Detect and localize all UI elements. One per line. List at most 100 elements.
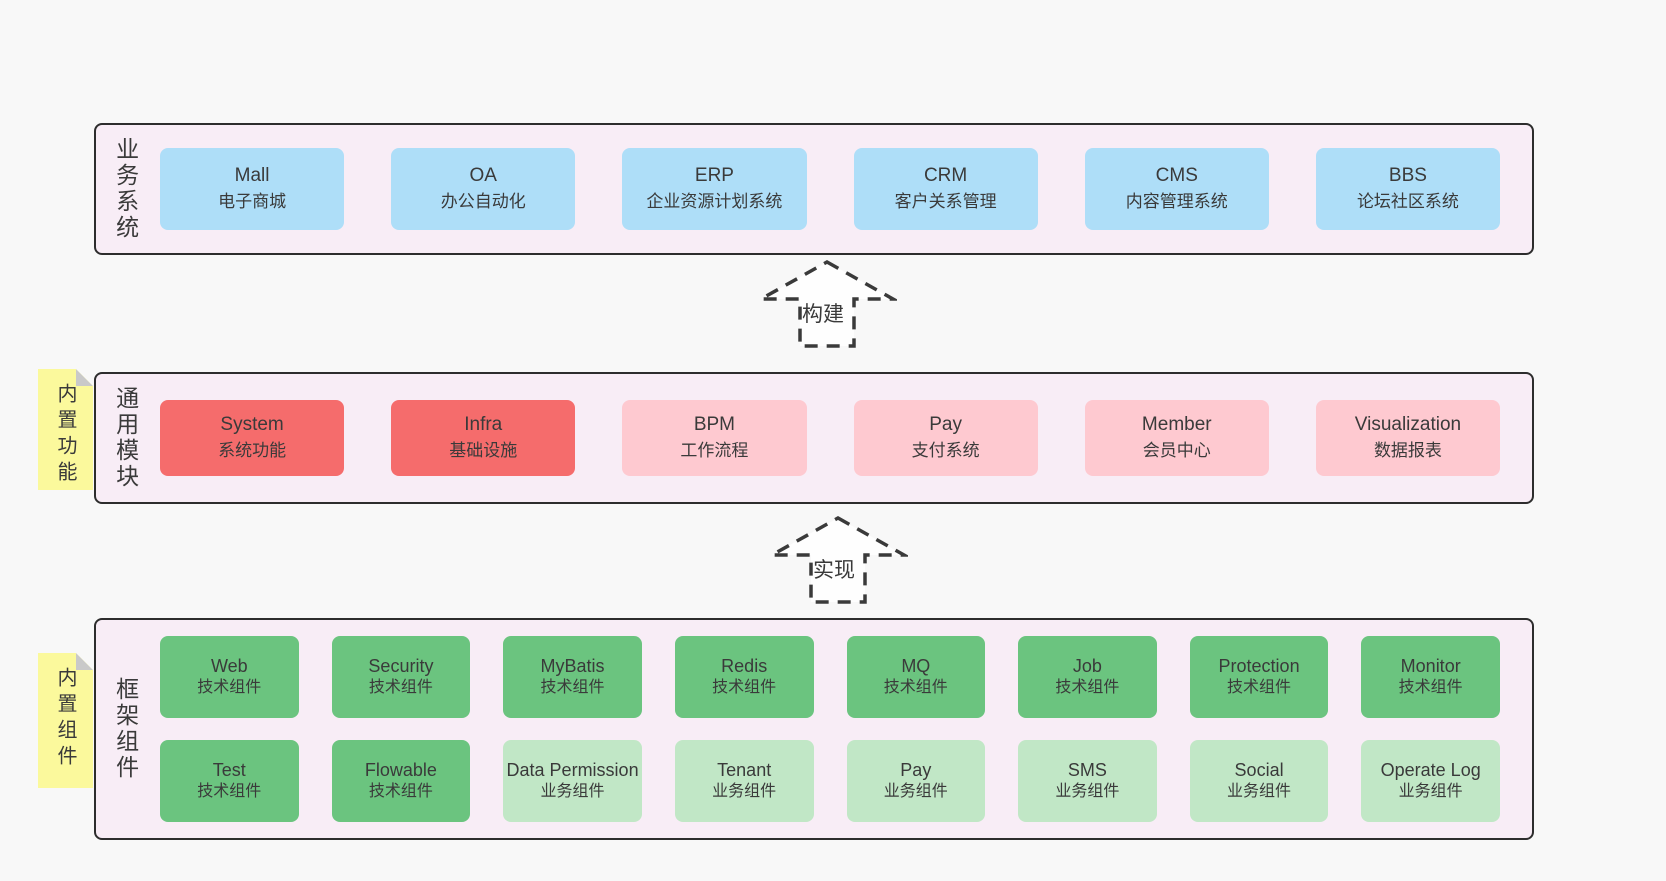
- box-title: Data Permission: [506, 760, 639, 781]
- box-cms: CMS 内容管理系统: [1084, 148, 1269, 230]
- box-title: Pay: [929, 414, 962, 436]
- box-subtitle: 技术组件: [197, 679, 262, 697]
- box-subtitle: 办公自动化: [440, 192, 526, 212]
- box-title: Flowable: [364, 760, 437, 781]
- box-title: MyBatis: [540, 656, 605, 677]
- box-web: Web 技术组件: [160, 636, 299, 718]
- box-subtitle: 业务组件: [1227, 783, 1292, 801]
- box-subtitle: 业务组件: [712, 783, 777, 801]
- box-title: BPM: [693, 414, 736, 436]
- folded-corner-icon: [76, 653, 93, 670]
- panel-common-modules: 通用模块 System 系统功能 Infra 基础设施 BPM 工作流程 Pay…: [94, 372, 1534, 504]
- box-title: Protection: [1218, 656, 1300, 677]
- box-tenant: Tenant 业务组件: [674, 740, 814, 822]
- arrow-implement-icon: 实现: [768, 515, 908, 604]
- box-sms: SMS 业务组件: [1018, 740, 1157, 822]
- box-title: Pay: [900, 760, 932, 781]
- panel-business-systems: 业务系统 Mall 电子商城 OA 办公自动化 ERP 企业资源计划系统 CRM…: [94, 123, 1534, 255]
- box-subtitle: 技术组件: [197, 783, 262, 801]
- box-mq: MQ 技术组件: [846, 636, 986, 718]
- box-title: OA: [469, 165, 497, 187]
- arrow-implement-label: 实现: [813, 559, 855, 582]
- box-subtitle: 客户关系管理: [894, 192, 997, 212]
- box-social: Social 业务组件: [1189, 740, 1329, 822]
- box-subtitle: 技术组件: [368, 679, 433, 697]
- box-subtitle: 技术组件: [540, 679, 605, 697]
- sticky-note-built-in-functions: 内置功能: [38, 369, 93, 490]
- panel-side-label: 通用模块: [96, 374, 154, 502]
- business-boxes-row: Mall 电子商城 OA 办公自动化 ERP 企业资源计划系统 CRM 客户关系…: [154, 125, 1532, 253]
- sticky-note-built-in-components: 内置组件: [38, 653, 93, 788]
- box-title: Infra: [464, 414, 503, 436]
- box-operate-log: Operate Log 业务组件: [1361, 740, 1500, 822]
- box-title: MQ: [901, 656, 931, 677]
- box-subtitle: 内容管理系统: [1125, 192, 1228, 212]
- box-job: Job 技术组件: [1018, 636, 1157, 718]
- box-title: Redis: [721, 656, 768, 677]
- box-subtitle: 业务组件: [1398, 783, 1463, 801]
- box-monitor: Monitor 技术组件: [1361, 636, 1500, 718]
- arrow-build-icon: 构建: [757, 259, 897, 348]
- box-mall: Mall 电子商城: [160, 148, 345, 230]
- box-subtitle: 系统功能: [218, 441, 287, 461]
- box-pay-component: Pay 业务组件: [846, 740, 986, 822]
- components-grid: Web 技术组件 Security 技术组件 MyBatis 技术组件 Redi…: [154, 620, 1532, 838]
- box-subtitle: 电子商城: [218, 192, 287, 212]
- box-pay-system: Pay 支付系统: [853, 400, 1038, 476]
- box-title: Monitor: [1400, 656, 1461, 677]
- modules-boxes-row: System 系统功能 Infra 基础设施 BPM 工作流程 Pay 支付系统…: [154, 374, 1532, 502]
- box-subtitle: 技术组件: [1055, 679, 1120, 697]
- box-subtitle: 技术组件: [368, 783, 433, 801]
- box-redis: Redis 技术组件: [674, 636, 814, 718]
- box-oa: OA 办公自动化: [391, 148, 576, 230]
- box-subtitle: 工作流程: [680, 441, 749, 461]
- sticky-note-text: 内置组件: [54, 667, 76, 771]
- box-title: Mall: [234, 165, 270, 187]
- box-title: BBS: [1388, 165, 1427, 187]
- box-title: CRM: [923, 165, 968, 187]
- box-subtitle: 论坛社区系统: [1356, 192, 1459, 212]
- box-protection: Protection 技术组件: [1189, 636, 1329, 718]
- box-member: Member 会员中心: [1084, 400, 1269, 476]
- box-title: CMS: [1155, 165, 1198, 187]
- box-title: ERP: [694, 165, 734, 187]
- box-erp: ERP 企业资源计划系统: [622, 148, 807, 230]
- box-title: Member: [1141, 414, 1212, 436]
- panel-side-label: 业务系统: [96, 125, 154, 253]
- box-title: Job: [1072, 656, 1102, 677]
- box-visualization: Visualization 数据报表: [1315, 400, 1501, 476]
- box-title: Operate Log: [1380, 760, 1481, 781]
- box-system: System 系统功能: [160, 400, 345, 476]
- box-subtitle: 业务组件: [540, 783, 605, 801]
- panel-side-label-text: 业务系统: [112, 137, 139, 241]
- panel-side-label-text: 通用模块: [112, 386, 139, 490]
- box-title: Tenant: [717, 760, 772, 781]
- box-subtitle: 基础设施: [449, 441, 518, 461]
- box-test: Test 技术组件: [160, 740, 299, 822]
- box-title: System: [220, 414, 284, 436]
- box-subtitle: 技术组件: [883, 679, 948, 697]
- box-bpm: BPM 工作流程: [622, 400, 807, 476]
- box-subtitle: 技术组件: [712, 679, 777, 697]
- box-crm: CRM 客户关系管理: [853, 148, 1038, 230]
- arrow-build-label: 构建: [802, 303, 844, 326]
- panel-side-label-text: 框架组件: [112, 677, 139, 781]
- box-data-permission: Data Permission 业务组件: [503, 740, 642, 822]
- box-subtitle: 技术组件: [1227, 679, 1292, 697]
- folded-corner-icon: [76, 369, 93, 386]
- box-title: Web: [210, 656, 248, 677]
- box-title: Visualization: [1354, 414, 1462, 436]
- panel-framework-components: 框架组件 Web 技术组件 Security 技术组件 MyBatis 技术组件…: [94, 618, 1534, 840]
- box-title: Test: [212, 760, 246, 781]
- panel-side-label: 框架组件: [96, 620, 154, 838]
- box-subtitle: 支付系统: [911, 441, 980, 461]
- box-subtitle: 会员中心: [1142, 441, 1211, 461]
- box-security: Security 技术组件: [331, 636, 471, 718]
- box-bbs: BBS 论坛社区系统: [1315, 148, 1501, 230]
- box-title: Security: [368, 656, 434, 677]
- box-subtitle: 技术组件: [1398, 679, 1463, 697]
- box-subtitle: 数据报表: [1373, 441, 1442, 461]
- box-title: Social: [1234, 760, 1284, 781]
- box-flowable: Flowable 技术组件: [331, 740, 471, 822]
